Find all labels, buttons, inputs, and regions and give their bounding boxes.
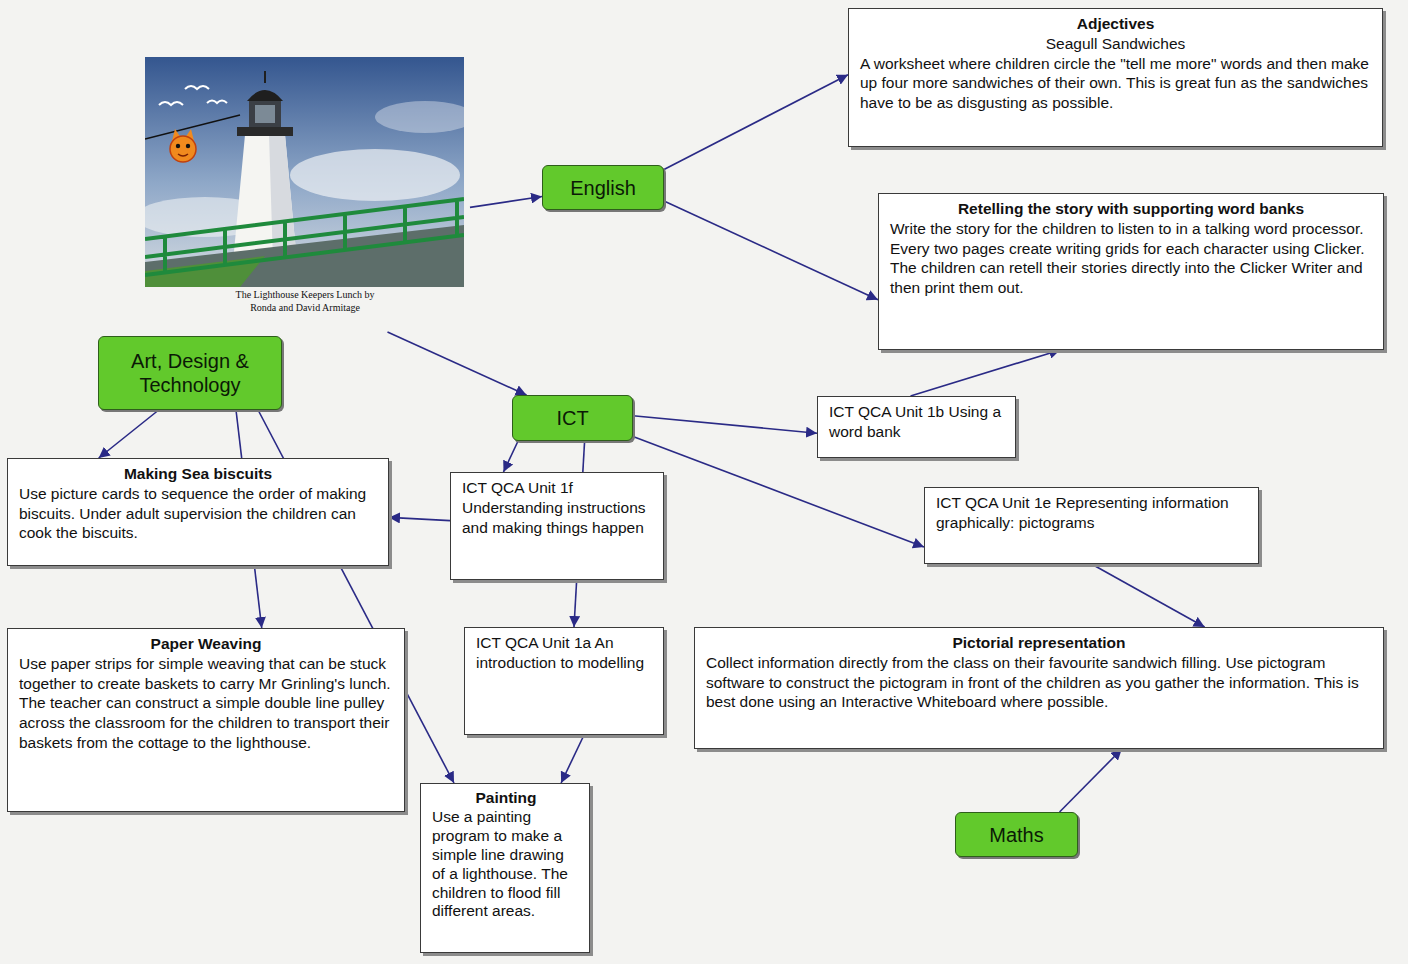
- cloud: [375, 101, 464, 133]
- topic-label: Art, Design & Technology: [107, 349, 273, 397]
- topic-label: ICT: [556, 406, 588, 430]
- dome: [247, 90, 283, 101]
- lighthouse: [233, 71, 297, 262]
- box-heading: Painting: [432, 789, 580, 808]
- connector-arrow: [664, 201, 878, 300]
- subject-box: Maths: [955, 812, 1078, 857]
- connector-arrow: [911, 350, 1061, 396]
- subject-box: Art, Design & Technology: [98, 336, 282, 410]
- box-subheading: Seagull Sandwiches: [860, 34, 1371, 54]
- connector-arrow: [561, 735, 584, 783]
- box-body: Use paper strips for simple weaving that…: [19, 654, 393, 753]
- sky: [145, 57, 464, 287]
- activity-box: Paper WeavingUse paper strips for simple…: [7, 628, 405, 812]
- gallery: [237, 127, 293, 136]
- box-heading: Making Sea biscuits: [19, 464, 377, 484]
- activity-box: ICT QCA Unit 1a An introduction to model…: [464, 627, 664, 735]
- railing: [145, 199, 464, 275]
- box-body: ICT QCA Unit 1e Representing information…: [936, 493, 1247, 533]
- cloud: [290, 149, 460, 201]
- connector-arrow: [1092, 564, 1205, 627]
- seagulls: [159, 86, 227, 105]
- lantern: [249, 101, 281, 127]
- photo-caption: The Lighthouse Keepers Lunch by Ronda an…: [230, 289, 380, 314]
- connector-arrow: [664, 75, 848, 170]
- activity-box: AdjectivesSeagull SandwichesA worksheet …: [848, 8, 1383, 147]
- activity-box: ICT QCA Unit 1e Representing information…: [924, 487, 1259, 564]
- box-body: Use picture cards to sequence the order …: [19, 484, 377, 543]
- spike: [264, 71, 266, 83]
- box-body: ICT QCA Unit 1b Using a word bank: [829, 402, 1004, 442]
- connector-arrow: [1060, 749, 1122, 812]
- activity-box: Retelling the story with supporting word…: [878, 193, 1384, 350]
- connector-arrow: [388, 332, 527, 395]
- activity-box: Pictorial representationCollect informat…: [694, 627, 1384, 749]
- box-body: ICT QCA Unit 1a An introduction to model…: [476, 633, 652, 673]
- cat-face: [170, 136, 196, 162]
- photo-panel: The Lighthouse Keepers Lunch by Ronda an…: [140, 55, 470, 332]
- box-body: Collect information directly from the cl…: [706, 653, 1372, 712]
- cat-eye: [176, 144, 180, 148]
- topic-label: English: [570, 176, 636, 200]
- subject-box: ICT: [512, 395, 633, 441]
- subject-box: English: [542, 165, 664, 210]
- lighthouse-photo: [145, 57, 464, 287]
- connector-arrow: [633, 416, 817, 434]
- box-heading: Adjectives: [860, 14, 1371, 34]
- activity-box: ICT QCA Unit 1f Understanding instructio…: [450, 472, 664, 580]
- box-body: ICT QCA Unit 1f Understanding instructio…: [462, 478, 652, 537]
- topic-label: Maths: [989, 823, 1043, 847]
- connector-arrow: [99, 410, 159, 458]
- box-body: Use a painting program to make a simple …: [432, 808, 580, 921]
- activity-box: Making Sea biscuitsUse picture cards to …: [7, 458, 389, 566]
- connector-arrow: [389, 517, 450, 520]
- cat-basket: [170, 129, 196, 162]
- box-heading: Pictorial representation: [706, 633, 1372, 653]
- activity-box: PaintingUse a painting program to make a…: [420, 783, 590, 953]
- box-body: Write the story for the children to list…: [890, 219, 1372, 298]
- box-heading: Retelling the story with supporting word…: [890, 199, 1372, 219]
- cat-eye: [186, 144, 190, 148]
- lantern-window: [255, 105, 275, 123]
- connector-arrow: [504, 441, 519, 472]
- activity-box: ICT QCA Unit 1b Using a word bank: [817, 396, 1016, 458]
- box-body: A worksheet where children circle the "t…: [860, 54, 1371, 113]
- connector-arrow: [470, 197, 542, 208]
- cat-mouth: [178, 154, 188, 156]
- box-heading: Paper Weaving: [19, 634, 393, 654]
